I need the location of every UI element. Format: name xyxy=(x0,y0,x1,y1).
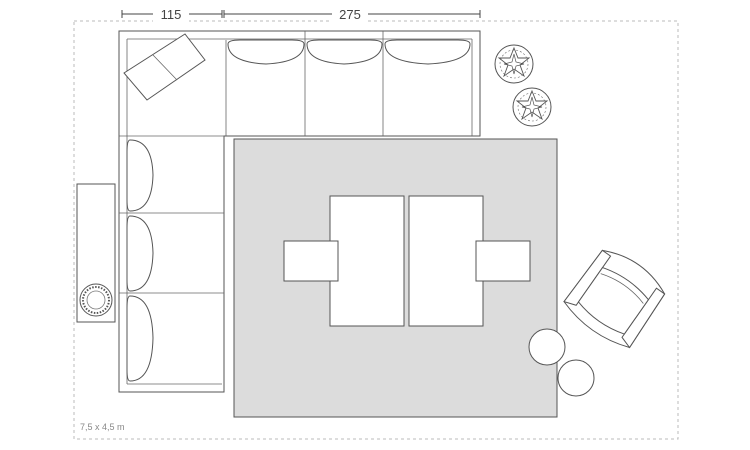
side-table-left xyxy=(283,240,339,282)
round-stool-lower xyxy=(557,359,595,397)
room-outline xyxy=(73,20,679,440)
sectional-sofa xyxy=(118,30,481,393)
coffee-table-left xyxy=(329,195,405,327)
coffee-table-right xyxy=(408,195,484,327)
dimension-sofa-label: 275 xyxy=(339,7,361,22)
dimension-sofa: 275 xyxy=(223,6,481,22)
side-table-right xyxy=(475,240,531,282)
corner-pillow xyxy=(123,33,206,101)
armchair xyxy=(563,249,666,349)
room-size-label: 7,5 x 4,5 m xyxy=(80,422,125,432)
decorative-bowl xyxy=(79,283,113,317)
plant-upper xyxy=(494,44,534,84)
round-stool-upper xyxy=(528,328,566,366)
dimension-chaise: 115 xyxy=(121,6,223,22)
dimension-chaise-label: 115 xyxy=(161,7,182,22)
plant-lower xyxy=(512,87,552,127)
